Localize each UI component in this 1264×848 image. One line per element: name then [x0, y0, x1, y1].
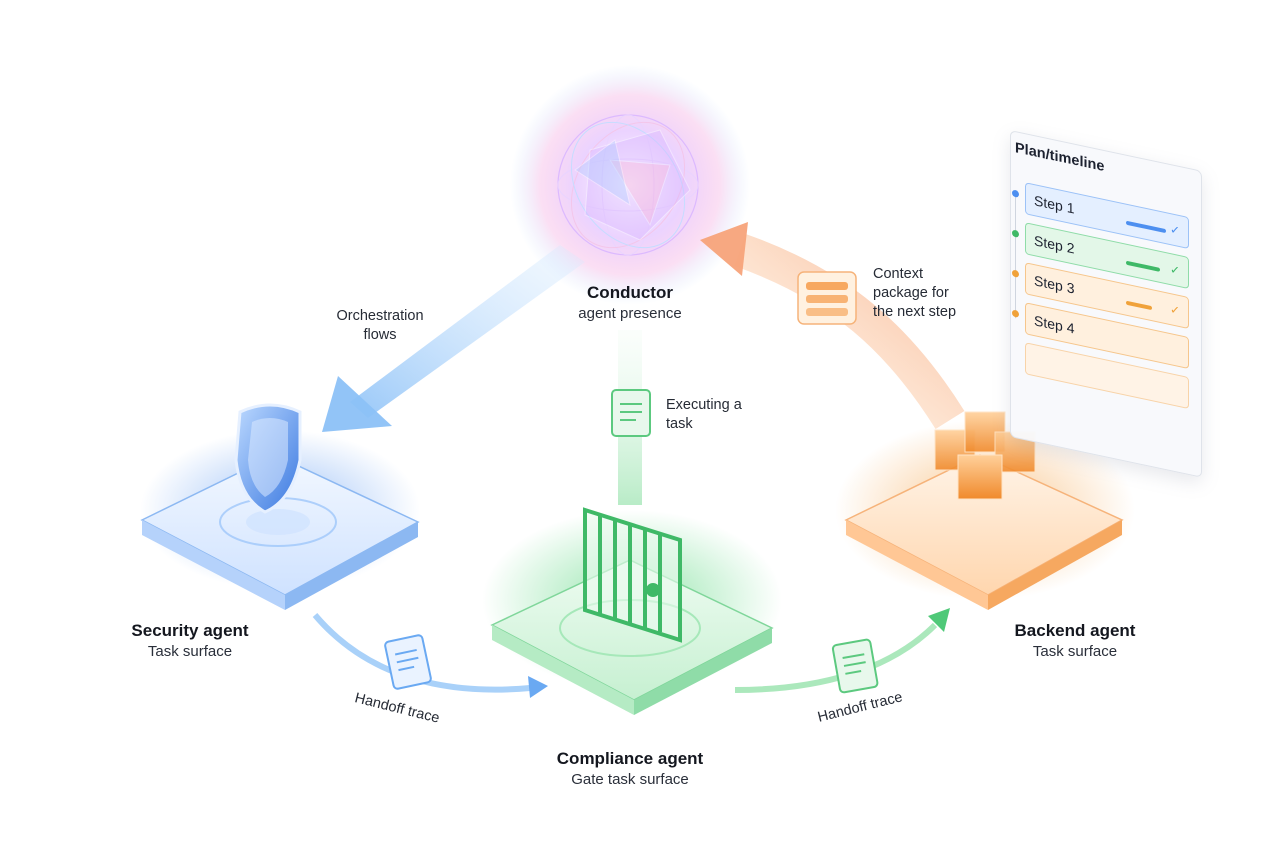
orchestration-line-2: flows [320, 326, 440, 345]
timeline-dot [1012, 189, 1019, 197]
plan-step-3-label: Step 3 [1034, 272, 1074, 297]
check-icon: ✓ [1170, 262, 1180, 278]
timeline-dot [1012, 309, 1019, 317]
executing-note: Executing a task [666, 396, 776, 434]
context-line-1: Context [873, 265, 993, 284]
backend-title: Backend agent [985, 620, 1165, 641]
compliance-label: Compliance agent Gate task surface [530, 748, 730, 790]
context-line-2: package for [873, 284, 993, 303]
executing-line-1: Executing a [666, 396, 776, 415]
context-line-3: the next step [873, 303, 993, 322]
check-icon: ✓ [1170, 222, 1180, 238]
backend-label: Backend agent Task surface [985, 620, 1165, 662]
security-subtitle: Task surface [100, 643, 280, 662]
document-icon [384, 635, 431, 690]
timeline-dot [1012, 229, 1019, 237]
document-icon [612, 390, 650, 436]
backend-subtitle: Task surface [985, 643, 1165, 662]
stacked-layers-icon [798, 272, 856, 324]
document-icon [832, 639, 878, 693]
plan-timeline-panel: Plan/timeline Step 1 ✓ Step 2 ✓ Step 3 ✓… [1010, 130, 1202, 478]
timeline-line [1015, 190, 1016, 318]
timeline-dot [1012, 269, 1019, 277]
executing-line-2: task [666, 415, 776, 434]
orchestration-line-1: Orchestration [320, 307, 440, 326]
plan-step-4-label: Step 4 [1034, 312, 1074, 337]
compliance-subtitle: Gate task surface [530, 771, 730, 790]
conductor-title: Conductor [540, 282, 720, 303]
context-note: Context package for the next step [873, 265, 993, 322]
step-2-progress [1126, 261, 1160, 272]
plan-step-2-label: Step 2 [1034, 232, 1074, 257]
step-1-progress [1126, 221, 1166, 234]
plan-step-1-label: Step 1 [1034, 192, 1074, 217]
conductor-label: Conductor agent presence [540, 282, 720, 324]
security-title: Security agent [100, 620, 280, 641]
orchestration-note: Orchestration flows [320, 307, 440, 345]
security-label: Security agent Task surface [100, 620, 280, 662]
check-icon: ✓ [1170, 302, 1180, 318]
compliance-title: Compliance agent [530, 748, 730, 769]
conductor-subtitle: agent presence [540, 305, 720, 324]
step-3-progress [1126, 301, 1152, 311]
